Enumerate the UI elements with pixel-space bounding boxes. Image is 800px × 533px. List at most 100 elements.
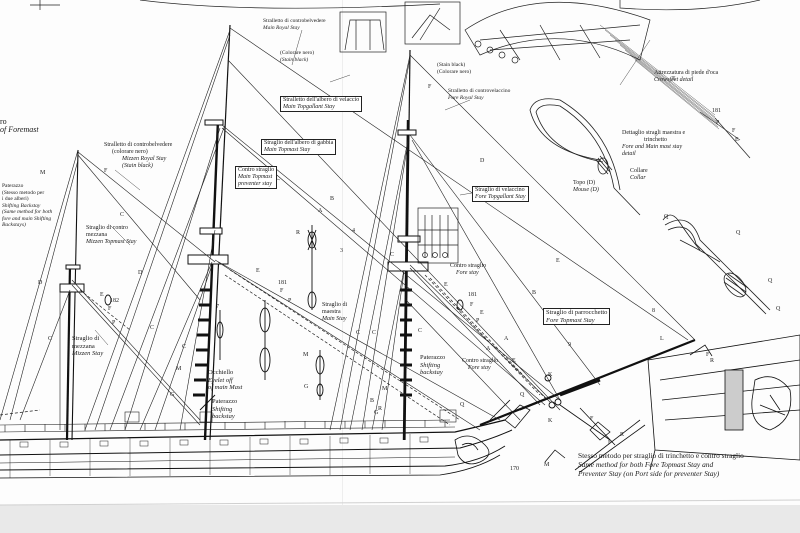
marker-letter: F: [280, 288, 284, 294]
marker-letter: M: [382, 386, 388, 392]
marker-letter: 7: [216, 304, 219, 310]
marker-letter: Q: [736, 230, 741, 236]
marker-letter: C: [418, 328, 423, 334]
marker-letter: C: [120, 212, 125, 218]
label-collar: Collare Collar: [630, 168, 648, 181]
hull-ports: [19, 436, 429, 448]
marker-letter: E: [444, 282, 448, 288]
marker-letter: B: [532, 290, 537, 296]
paper-edge: [0, 499, 800, 506]
marker-letter: Q: [768, 278, 773, 284]
marker-letter: F: [706, 352, 710, 358]
tackle-blocks: [104, 225, 562, 411]
marker-letter: 181: [712, 108, 721, 114]
marker-letter: C: [150, 325, 155, 331]
footer-note: Stesso metodo per straglio di trinchetto…: [578, 451, 744, 478]
marker-letter: 181: [468, 292, 477, 298]
foretop-detail: [417, 207, 459, 264]
marker-letter: C: [390, 252, 395, 258]
marker-letter: C: [356, 330, 361, 336]
marker-letter: R: [296, 230, 301, 236]
marker-letter: E: [672, 76, 676, 82]
marker-letter: F: [470, 302, 474, 308]
label-crowsfeet-detail: Attrezzatura di piede d'oca Crowsfeet de…: [654, 70, 719, 83]
marker-letter: 9: [568, 342, 571, 348]
bow-inset: [647, 334, 800, 471]
marker-letter: K: [548, 418, 553, 424]
label-mizzen-topmast-stay: Straglio di contro mezzana Mizzen Topmas…: [86, 225, 137, 245]
main-royal-stay: [229, 27, 689, 341]
label-main-royal-stain: (Colorare nero) (Stain black): [280, 50, 315, 63]
marker-letter: 4: [352, 228, 355, 234]
label-foremast-partial: ro of Foremast: [0, 117, 39, 134]
marker-letter: L: [660, 336, 664, 342]
top-details: [30, 0, 761, 64]
stay-loop-detail: [662, 214, 771, 315]
marker-letter: F: [108, 306, 112, 312]
label-main-preventer-stay: Contro straglio Main Topmast preventer s…: [235, 166, 278, 189]
label-shifting-backstay-main: Paterazzo Shifting backstay: [212, 398, 238, 420]
marker-letter: A: [486, 346, 491, 352]
label-mizzen-royal-stay: Stralletto di controbelvedere (colorare …: [104, 142, 173, 169]
detail-box-2: [404, 1, 461, 45]
label-leaders: [94, 29, 651, 346]
label-main-topmast-stay: Straglio dell'albero di gabbia Main Topm…: [261, 139, 337, 155]
label-mizzen-stay: Straglio di mezzana Mizzen Stay: [72, 335, 104, 357]
label-mouse: Topo (D) Mouse (D): [573, 180, 599, 193]
marker-letter: 8: [652, 308, 655, 314]
marker-letter: 181: [278, 280, 287, 286]
bowsprit-detail: [544, 404, 646, 473]
marker-letter: F: [428, 84, 432, 90]
rigging-stays: [0, 27, 696, 431]
marker-letter: M: [176, 366, 182, 372]
marker-letter: M: [544, 462, 550, 468]
label-main-stay: Straglio di maestra Main Stay: [322, 302, 348, 322]
marker-letter: C: [372, 330, 377, 336]
marker-letter: F: [104, 168, 108, 174]
label-fore-royal-stain: (Stain black) (Colorare nero): [437, 62, 472, 75]
marker-letter: A: [504, 336, 509, 342]
mouse-collar-detail: [529, 98, 641, 216]
fold-crease: [342, 0, 343, 533]
marker-letter: M: [40, 170, 46, 176]
marker-letter: P: [112, 320, 116, 326]
marker-letter: M: [303, 352, 309, 358]
marker-letter: P: [476, 318, 480, 324]
mast-bands: [193, 288, 412, 397]
marker-letter: E: [512, 358, 516, 364]
crowsfoot-lines: [599, 24, 751, 159]
paper-shadow: [0, 505, 800, 533]
label-fore-royal-stay: Stralletto di controvelaccino Fore Royal…: [448, 88, 511, 101]
masts: [65, 24, 411, 441]
marker-letter: C: [48, 336, 53, 342]
marker-letter: C: [182, 344, 187, 350]
label-paterazzo-note: Paterazzo (Stesso metodo per i due alber…: [2, 183, 53, 228]
marker-letter: 3: [340, 248, 343, 254]
marker-letter: K: [548, 372, 553, 378]
marker-letter: G: [374, 410, 379, 416]
marker-letter: B: [370, 398, 375, 404]
label-main-royal-stay: Stralletto di controbelvedere Main Royal…: [263, 18, 326, 31]
bowsprit: [479, 338, 696, 427]
label-fore-stay: Contro straglio Fore stay: [450, 263, 487, 276]
marker-letter: G: [170, 392, 175, 398]
label-fore-topmast-stay: Straglio di parrocchetto Fore Topmast St…: [543, 308, 611, 325]
marker-letter: A: [318, 208, 323, 214]
marker-letter: E: [100, 292, 104, 298]
marker-letter: Q: [460, 402, 465, 408]
mizzen-mast: [71, 149, 79, 441]
top-right-curve: [619, 0, 761, 11]
marker-letter: D: [138, 270, 143, 276]
marker-letter: G: [304, 384, 309, 390]
marker-letter: B: [330, 196, 335, 202]
crowsfoot-top: [464, 1, 651, 61]
marker-letter: E: [480, 310, 484, 316]
label-fore-topgallant-stay: Straglio di velaccino Fore Topgallant St…: [472, 186, 529, 202]
marker-letter: Q: [776, 306, 781, 312]
label-eyelet: Occhiello Eyelet off of main Mast: [208, 369, 243, 391]
label-stay-detail: Dettaglio stragli maestra e trinchetto F…: [622, 130, 686, 157]
marker-letter: R: [710, 358, 715, 364]
label-shifting-backstay-fore: Paterazzo Shifting backstay: [420, 354, 446, 376]
